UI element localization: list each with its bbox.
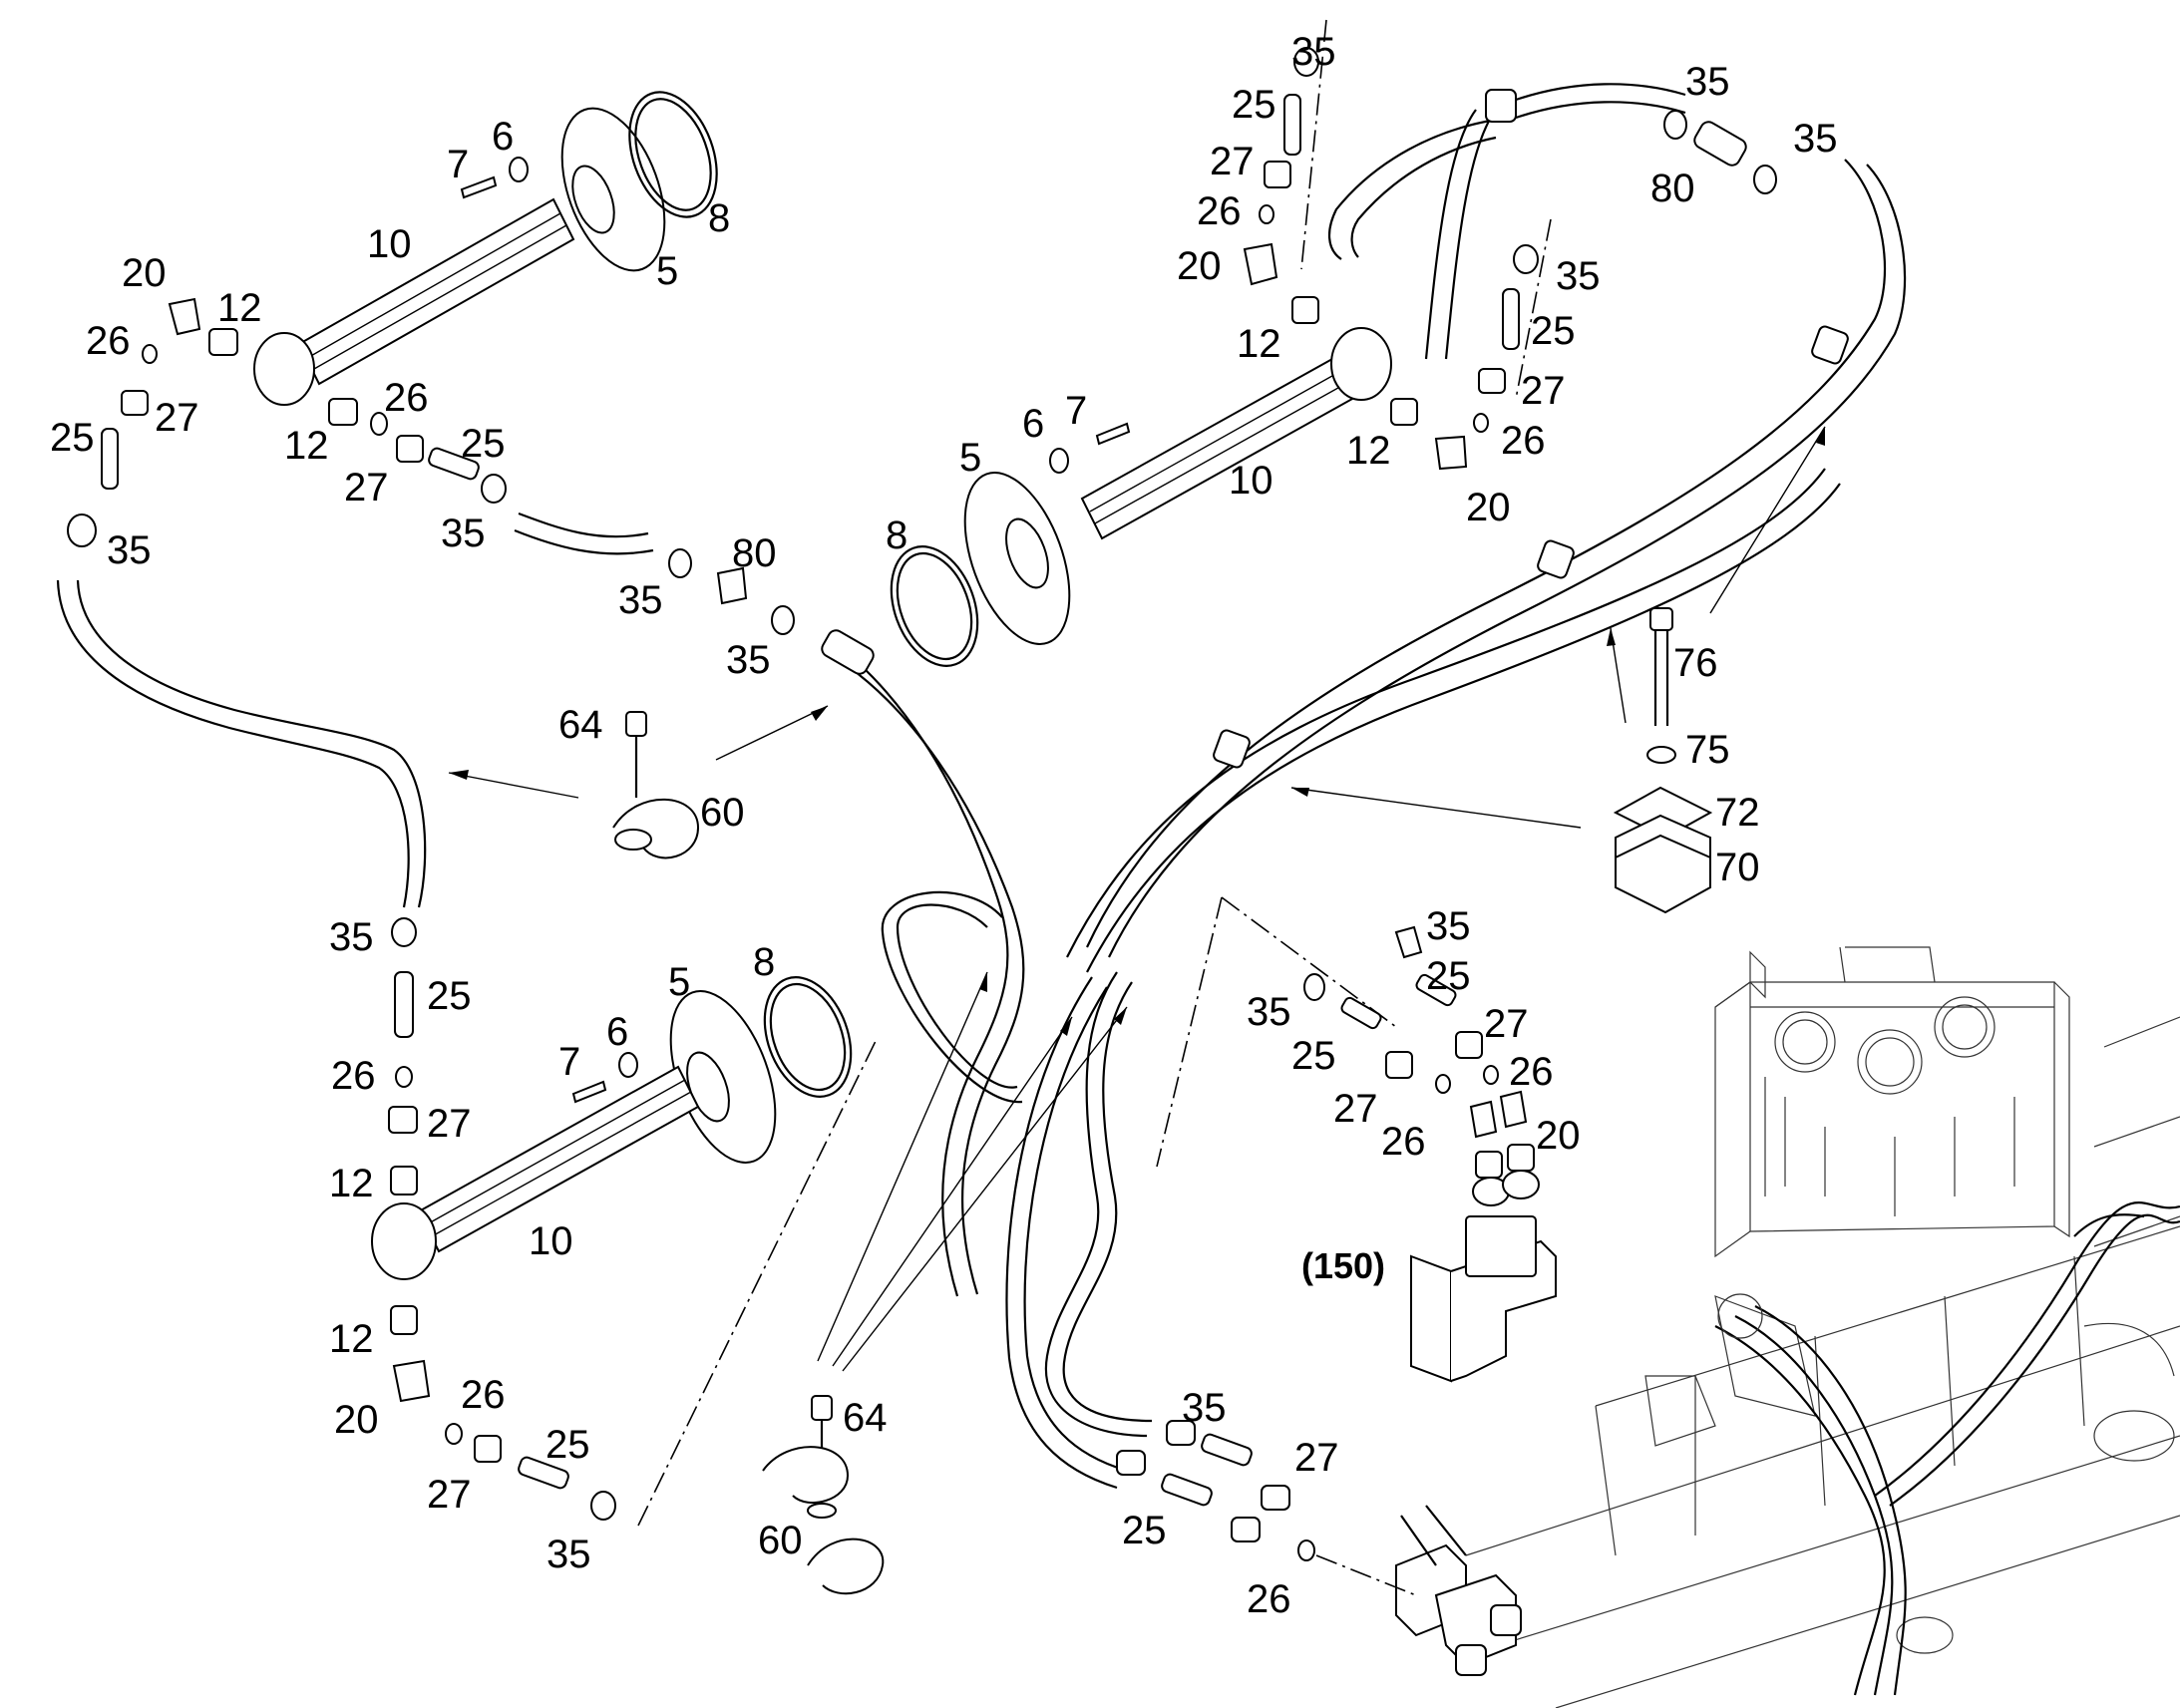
- callout-c3: 8: [708, 196, 730, 240]
- clamp-hardware: [612, 607, 1713, 1595]
- callout-c41: 25: [1232, 83, 1276, 127]
- hose-lines: [56, 83, 1907, 1490]
- callout-c67: 26: [1509, 1050, 1554, 1094]
- callout-c16: 35: [107, 528, 152, 572]
- callout-c65: 25: [1426, 954, 1471, 998]
- callout-c46: 25: [1531, 309, 1576, 353]
- callout-c74: 27: [1294, 1436, 1339, 1480]
- callout-c55: 26: [1501, 419, 1546, 463]
- lower-valves: [1116, 1420, 1522, 1676]
- callout-c76: 26: [1247, 1577, 1291, 1621]
- callout-c73: 35: [1182, 1386, 1227, 1430]
- callout-c13: 27: [344, 466, 389, 510]
- callout-c43: 26: [1197, 189, 1242, 233]
- callout-c33: 35: [546, 1533, 591, 1576]
- callout-c60: 76: [1673, 641, 1718, 685]
- vehicle-chassis-drawing: [1465, 946, 2180, 1708]
- callout-c58: 80: [1650, 167, 1695, 210]
- callout-c25: 27: [427, 1102, 472, 1146]
- callout-c5: 5: [656, 249, 678, 293]
- cooler-top-right: [890, 19, 1849, 769]
- callout-c39: 60: [758, 1519, 803, 1562]
- callout-c34: 7: [558, 1040, 580, 1084]
- leader-arrows: [448, 426, 1826, 1372]
- cooler-lower-left: [371, 917, 879, 1527]
- callout-c44: 20: [1177, 244, 1222, 288]
- callout-c27: 10: [529, 1219, 573, 1263]
- callout-c35: 6: [606, 1010, 628, 1054]
- callout-c8: 26: [86, 319, 131, 363]
- callout-c10: 25: [50, 416, 95, 460]
- callout-c72: 26: [1381, 1120, 1426, 1164]
- callout-c71: 27: [1333, 1087, 1378, 1131]
- callout-c37: 8: [753, 940, 775, 984]
- callout-c21: 60: [700, 791, 745, 835]
- callout-c32: 25: [545, 1423, 590, 1467]
- callout-c4: 10: [367, 222, 412, 266]
- callout-c9: 27: [155, 396, 199, 440]
- valve-block-150: [1156, 896, 1557, 1383]
- callout-c30: 26: [461, 1373, 506, 1417]
- callout-c17: 80: [732, 531, 777, 575]
- callout-c61: 75: [1685, 728, 1730, 772]
- callout-c48: 5: [959, 436, 981, 480]
- callout-c53: 12: [1346, 429, 1391, 473]
- callout-c23: 25: [427, 974, 472, 1018]
- callout-c31: 27: [427, 1473, 472, 1517]
- callout-c40: 35: [1291, 30, 1336, 74]
- callout-c24: 26: [331, 1054, 376, 1098]
- callout-c14: 25: [461, 422, 506, 466]
- assembly-label-150: (150): [1301, 1245, 1385, 1286]
- callout-c20: 64: [558, 703, 603, 747]
- callout-c52: 8: [886, 513, 908, 557]
- callout-c36: 5: [668, 960, 690, 1004]
- callout-c56: 20: [1466, 486, 1511, 529]
- callout-c29: 20: [334, 1398, 379, 1442]
- callout-c59: 35: [1793, 117, 1838, 161]
- callout-c70: 25: [1291, 1034, 1336, 1078]
- callout-c7: 12: [217, 286, 262, 330]
- callout-c28: 12: [329, 1317, 374, 1361]
- callout-c38: 64: [843, 1396, 888, 1440]
- callout-c51: 10: [1229, 459, 1273, 503]
- callout-c6: 20: [122, 251, 167, 295]
- callout-c49: 6: [1022, 402, 1044, 446]
- callout-c64: 35: [1426, 904, 1471, 948]
- callout-c1: 7: [447, 143, 469, 186]
- callout-c22: 35: [329, 915, 374, 959]
- callout-c62: 72: [1715, 791, 1760, 835]
- callout-labels: 7 6 8 10 5 20 12 26 27 25 12 26 27 25 35…: [50, 30, 1838, 1621]
- cooler-top-left: [67, 91, 875, 675]
- callout-c63: 70: [1715, 846, 1760, 889]
- callout-c68: 20: [1536, 1114, 1581, 1158]
- callout-c50: 7: [1065, 389, 1087, 433]
- callout-c26: 12: [329, 1162, 374, 1205]
- callout-c69: 35: [1247, 990, 1291, 1034]
- callout-c47: 12: [1237, 322, 1281, 366]
- callout-c15: 35: [441, 512, 486, 555]
- callout-c19: 35: [726, 638, 771, 682]
- callout-c45: 35: [1556, 254, 1601, 298]
- callout-c18: 35: [618, 578, 663, 622]
- callout-c12: 26: [384, 376, 429, 420]
- callout-c57: 35: [1685, 60, 1730, 104]
- callout-c75: 25: [1122, 1509, 1167, 1552]
- callout-c42: 27: [1210, 140, 1255, 183]
- callout-c66: 27: [1484, 1002, 1529, 1046]
- callout-c11: 12: [284, 424, 329, 468]
- callout-c54: 27: [1521, 369, 1566, 413]
- callout-c2: 6: [492, 115, 514, 159]
